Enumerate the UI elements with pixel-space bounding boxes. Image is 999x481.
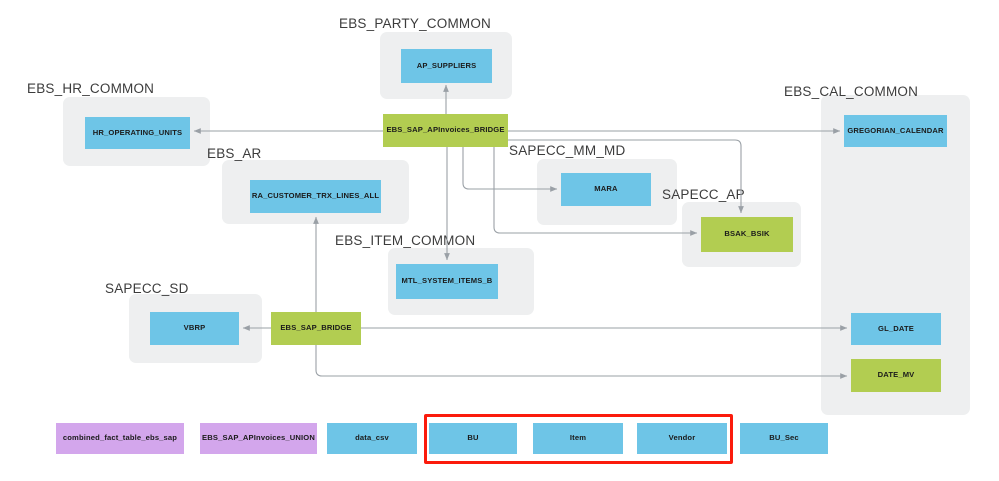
group-label-ebs_party_common: EBS_PARTY_COMMON bbox=[339, 16, 491, 31]
node-item[interactable]: Item bbox=[533, 423, 623, 454]
node-ap_suppliers[interactable]: AP_SUPPLIERS bbox=[401, 49, 492, 83]
node-date_mv[interactable]: DATE_MV bbox=[851, 359, 941, 392]
node-mara[interactable]: MARA bbox=[561, 173, 651, 206]
group-label-ebs_ar: EBS_AR bbox=[207, 146, 262, 161]
node-gregorian_calendar[interactable]: GREGORIAN_CALENDAR bbox=[844, 115, 947, 147]
node-hr_operating_units[interactable]: HR_OPERATING_UNITS bbox=[85, 117, 190, 149]
red-selection-rectangle[interactable] bbox=[424, 414, 733, 464]
node-vendor[interactable]: Vendor bbox=[637, 423, 727, 454]
node-vbrp[interactable]: VBRP bbox=[150, 312, 239, 345]
node-bu[interactable]: BU bbox=[429, 423, 517, 454]
group-label-ebs_hr_common: EBS_HR_COMMON bbox=[27, 81, 155, 96]
group-label-sapecc_sd: SAPECC_SD bbox=[105, 281, 189, 296]
node-mtl_system_items_b[interactable]: MTL_SYSTEM_ITEMS_B bbox=[396, 264, 498, 299]
node-ebs_sap_apinvoices_bridge[interactable]: EBS_SAP_APInvoices_BRIDGE bbox=[383, 114, 508, 147]
node-gl_date[interactable]: GL_DATE bbox=[851, 313, 941, 345]
node-ebs_sap_bridge[interactable]: EBS_SAP_BRIDGE bbox=[271, 312, 361, 345]
group-label-sapecc_ap: SAPECC_AP bbox=[662, 187, 745, 202]
node-combined_fact_table_ebs_sap[interactable]: combined_fact_table_ebs_sap bbox=[56, 423, 184, 454]
group-label-ebs_cal_common: EBS_CAL_COMMON bbox=[784, 84, 919, 99]
edge-10 bbox=[315, 345, 848, 379]
node-ebs_sap_apinvoices_union[interactable]: EBS_SAP_APInvoices_UNION bbox=[200, 423, 317, 454]
group-label-ebs_item_common: EBS_ITEM_COMMON bbox=[335, 233, 476, 248]
node-bu_sec[interactable]: BU_Sec bbox=[740, 423, 828, 454]
node-data_csv[interactable]: data_csv bbox=[327, 423, 417, 454]
node-ra_customer_trx_lines_all[interactable]: RA_CUSTOMER_TRX_LINES_ALL bbox=[250, 180, 381, 213]
node-bsak_bsik[interactable]: BSAK_BSIK bbox=[701, 217, 793, 252]
group-label-sapecc_mm_md: SAPECC_MM_MD bbox=[509, 143, 626, 158]
